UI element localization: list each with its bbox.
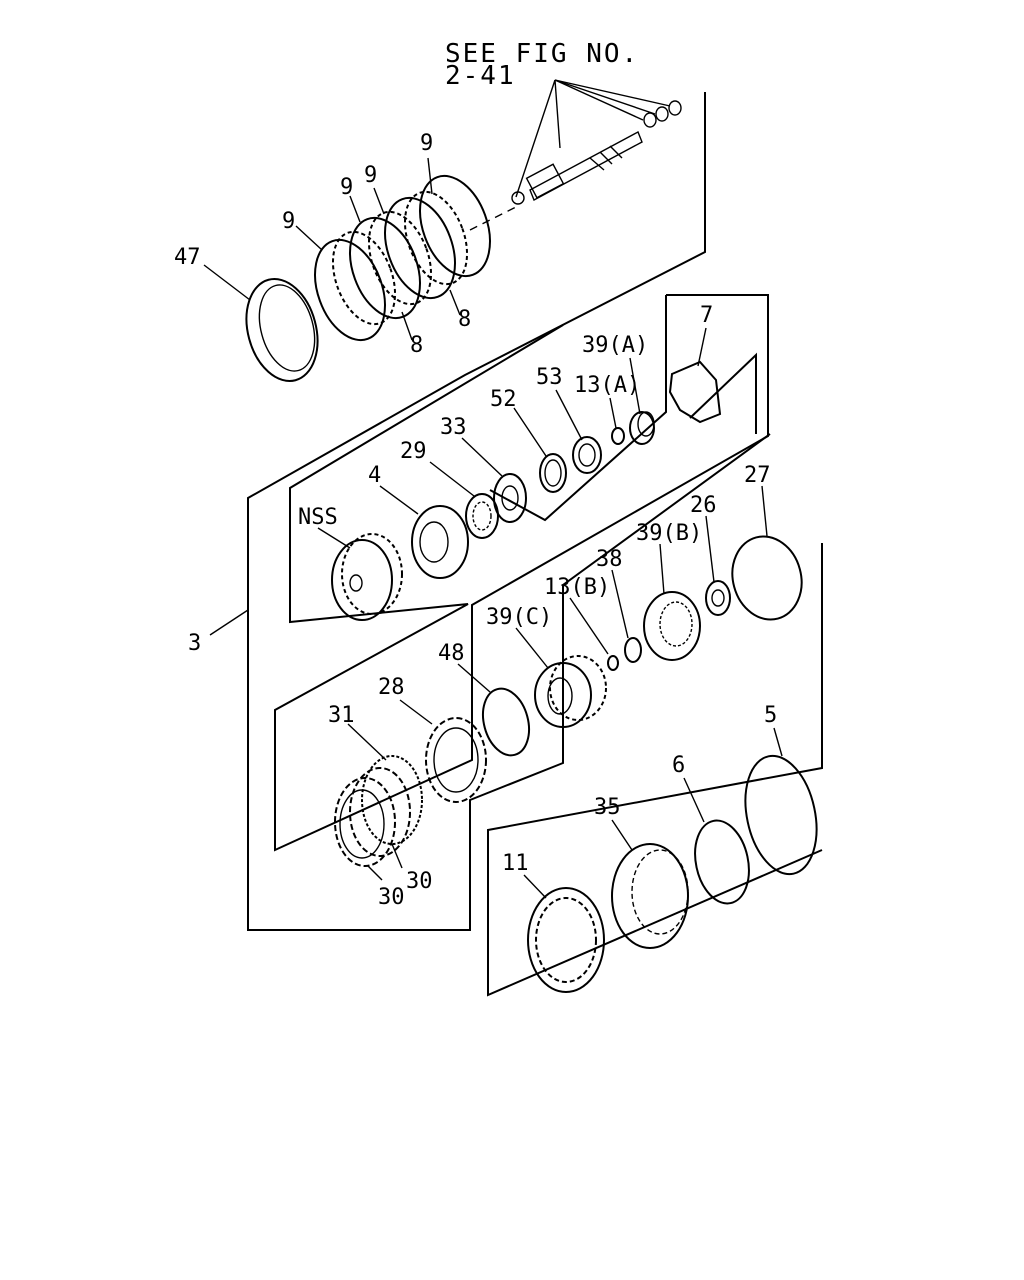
label-30: 30 bbox=[406, 869, 433, 894]
label-53: 53 bbox=[536, 365, 563, 390]
label-28: 28 bbox=[378, 675, 405, 700]
carrier-39b bbox=[643, 591, 701, 661]
label-9: 9 bbox=[364, 163, 377, 188]
shaft-seal-rings bbox=[511, 100, 682, 205]
label-8: 8 bbox=[458, 307, 471, 332]
lower-subassembly-frame bbox=[487, 543, 823, 997]
main-assembly-frame bbox=[247, 92, 771, 931]
label-35: 35 bbox=[594, 795, 621, 820]
clutch-disc-pack bbox=[314, 174, 491, 342]
clutch-drum-35 bbox=[611, 843, 689, 949]
clutch-plate-28 bbox=[425, 717, 487, 803]
label-5: 5 bbox=[764, 703, 777, 728]
ring-52 bbox=[539, 453, 567, 493]
label-7: 7 bbox=[700, 303, 713, 328]
gear-39c bbox=[534, 655, 607, 728]
hub-4 bbox=[411, 505, 469, 579]
title-leader-lines bbox=[515, 79, 671, 198]
snap-ring-13b bbox=[607, 655, 619, 671]
gear-nss bbox=[331, 533, 403, 621]
label-9: 9 bbox=[282, 209, 295, 234]
label-39b: 39(B) bbox=[636, 521, 702, 546]
snap-ring-48 bbox=[481, 687, 531, 757]
thrust-bearing-29 bbox=[465, 493, 499, 539]
clutch-plates-30-31 bbox=[334, 755, 423, 867]
label-nss: NSS bbox=[298, 505, 338, 530]
label-33: 33 bbox=[440, 415, 467, 440]
label-27: 27 bbox=[744, 463, 771, 488]
input-shaft bbox=[469, 131, 643, 231]
label-6: 6 bbox=[672, 753, 685, 778]
see-fig-title: SEE FIG NO. bbox=[445, 39, 639, 69]
label-3: 3 bbox=[188, 631, 201, 656]
label-48: 48 bbox=[438, 641, 465, 666]
label-47: 47 bbox=[174, 245, 201, 270]
seal-ring-5 bbox=[744, 754, 818, 876]
snap-ring-27 bbox=[731, 535, 803, 621]
label-31: 31 bbox=[328, 703, 355, 728]
upper-frame-inner bbox=[489, 295, 667, 522]
label-26: 26 bbox=[690, 493, 717, 518]
part-leader-lines bbox=[203, 157, 783, 899]
thrust-washer-7 bbox=[668, 360, 722, 424]
label-38: 38 bbox=[596, 547, 623, 572]
gear-39a bbox=[629, 411, 655, 445]
part-labels: 9 9 9 9 47 8 8 7 39(A) 53 13(A) 52 33 29… bbox=[174, 131, 777, 910]
label-4: 4 bbox=[368, 463, 381, 488]
upper-subassembly-frame bbox=[274, 294, 769, 852]
label-9: 9 bbox=[420, 131, 433, 156]
snap-ring-47 bbox=[245, 278, 319, 382]
label-13a: 13(A) bbox=[574, 373, 640, 398]
label-39a: 39(A) bbox=[582, 333, 648, 358]
washer-26 bbox=[705, 580, 731, 616]
label-9: 9 bbox=[340, 175, 353, 200]
label-52: 52 bbox=[490, 387, 517, 412]
label-30: 30 bbox=[378, 885, 405, 910]
washer-38 bbox=[624, 637, 642, 663]
label-8: 8 bbox=[410, 333, 423, 358]
label-29: 29 bbox=[400, 439, 427, 464]
ring-gear-11 bbox=[527, 887, 605, 993]
label-39c: 39(C) bbox=[486, 605, 552, 630]
needle-bearing-53 bbox=[572, 436, 602, 474]
see-fig-number: 2-41 bbox=[445, 61, 516, 91]
seal-ring-6 bbox=[694, 819, 750, 905]
label-13b: 13(B) bbox=[544, 575, 610, 600]
seven-frame bbox=[689, 352, 757, 434]
thrust-washer-33 bbox=[493, 473, 527, 523]
label-11: 11 bbox=[502, 851, 529, 876]
snap-ring-13a bbox=[611, 427, 625, 445]
